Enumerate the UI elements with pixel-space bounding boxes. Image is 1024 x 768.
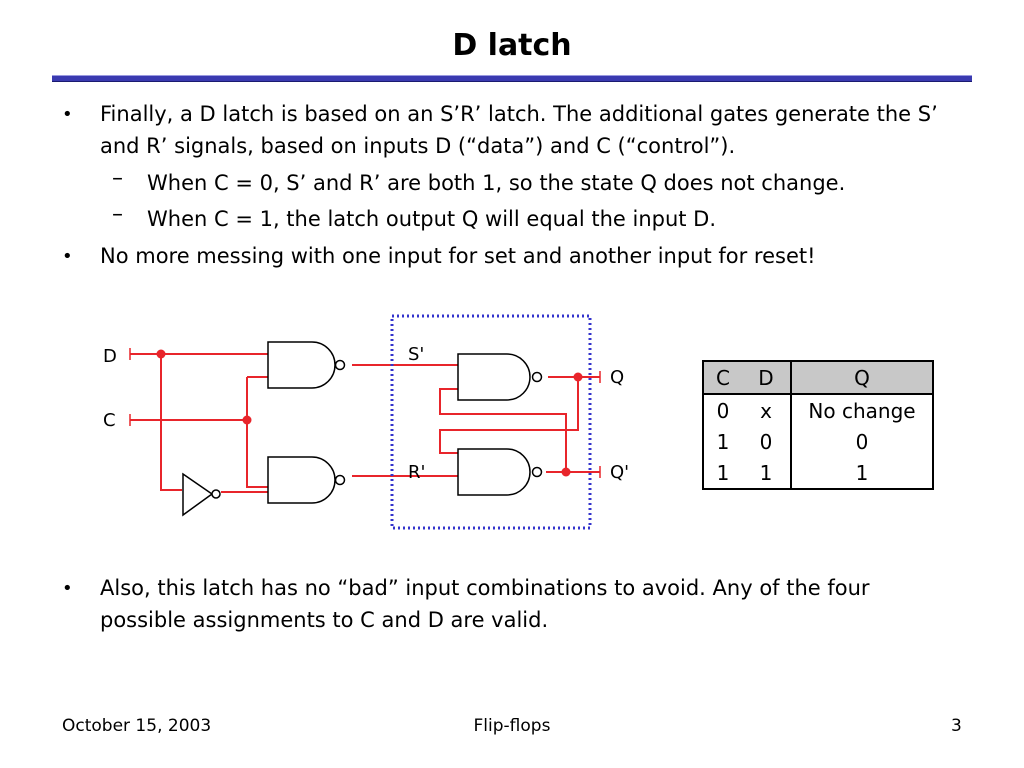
subbullet-marker: –: [112, 202, 123, 227]
table-cell: 0: [855, 429, 869, 454]
inverter-gate: [182, 472, 221, 517]
bullet-marker: •: [62, 104, 73, 125]
nand-gate-upper-right: [457, 353, 543, 401]
header-c: C: [703, 361, 742, 395]
terminal-ticks: [129, 348, 601, 478]
header-d: D: [742, 361, 792, 395]
table-cell: 1: [855, 460, 869, 485]
table-cell: 1: [742, 457, 792, 489]
slide-title: D latch: [452, 28, 572, 63]
junction-dot-qbar: [561, 467, 571, 477]
table-row: 0 x No change: [703, 394, 933, 426]
label-s-prime: S': [408, 344, 424, 365]
circuit-wires: [130, 353, 600, 493]
truth-table: C D Q 0 x No change 1 0 0 1 1 1: [702, 360, 934, 490]
table-row: 1 1 1: [703, 457, 933, 489]
subbullet-2-text: When C = 1, the latch output Q will equa…: [147, 207, 717, 231]
footer-page-number: 3: [951, 716, 962, 736]
bullet-marker: •: [62, 246, 73, 267]
bullet-3-text: Also, this latch has no “bad” input comb…: [100, 576, 870, 632]
table-row: 1 0 0: [703, 426, 933, 457]
table-cell: 1: [716, 460, 730, 485]
bullet-2-text: No more messing with one input for set a…: [100, 244, 816, 268]
truth-table-header: C D Q: [703, 361, 933, 395]
nand-gate-upper-left: [267, 341, 346, 389]
label-r-prime: R': [408, 462, 425, 483]
label-q: Q: [610, 367, 624, 388]
nand-gate-lower-left: [267, 456, 346, 504]
table-cell: x: [742, 394, 792, 426]
table-cell: No change: [808, 398, 916, 423]
footer-date: October 15, 2003: [62, 716, 212, 736]
subbullet-1-text: When C = 0, S’ and R’ are both 1, so the…: [147, 171, 846, 195]
bullet-1-text: Finally, a D latch is based on an S’R’ l…: [100, 102, 938, 158]
table-cell: 0: [716, 398, 730, 423]
junction-dot-c: [242, 415, 252, 425]
junction-dot-d: [156, 349, 166, 359]
table-cell: 0: [742, 426, 792, 457]
junction-dot-q: [573, 372, 583, 382]
nand-gate-lower-right: [457, 448, 543, 496]
title-divider: [52, 75, 972, 82]
header-q: Q: [791, 361, 933, 395]
table-cell: 1: [716, 429, 730, 454]
subbullet-marker: –: [112, 166, 123, 191]
label-d: D: [103, 346, 117, 367]
wire-junction-dots: [156, 349, 583, 477]
label-q-prime: Q': [610, 462, 629, 483]
label-c: C: [103, 410, 116, 431]
bullet-marker: •: [62, 578, 73, 599]
footer-topic: Flip-flops: [473, 716, 551, 736]
d-latch-circuit: D C S' R' Q Q': [103, 314, 629, 530]
